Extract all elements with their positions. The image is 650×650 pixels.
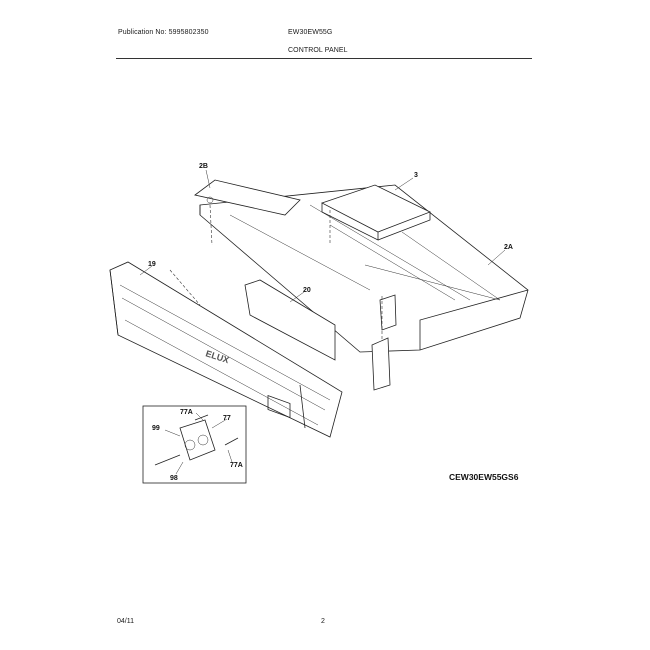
- mounting-guides: [169, 204, 383, 340]
- drawing-code: CEW30EW55GS6: [449, 472, 519, 482]
- header-rule: [116, 58, 532, 59]
- part-housing-2a: [199, 184, 529, 353]
- callout-leaders: [139, 169, 506, 475]
- section-title: CONTROL PANEL: [288, 47, 348, 54]
- callout-77a-bottom: 77A: [230, 462, 243, 469]
- part-control-board-20: [244, 279, 336, 419]
- publication-number: Publication No: 5995802350: [118, 29, 209, 36]
- callout-99: 99: [152, 425, 160, 432]
- callout-20: 20: [303, 287, 311, 294]
- callout-2b: 2B: [199, 163, 208, 170]
- model-number: EW30EW55G: [288, 29, 333, 36]
- page-number: 2: [321, 618, 325, 625]
- inset-switch-assembly: [142, 405, 247, 484]
- part-trim-2b: [194, 179, 301, 216]
- callout-77a-top: 77A: [180, 409, 193, 416]
- callout-19: 19: [148, 261, 156, 268]
- part-cover-3: [320, 184, 431, 241]
- callout-98: 98: [170, 475, 178, 482]
- part-side-bracket: [371, 294, 397, 391]
- footer-date: 04/11: [117, 618, 134, 625]
- callout-77: 77: [223, 415, 231, 422]
- callout-3: 3: [414, 172, 418, 179]
- part-front-panel-19: ELUX: [109, 261, 343, 438]
- callout-2a: 2A: [504, 244, 513, 251]
